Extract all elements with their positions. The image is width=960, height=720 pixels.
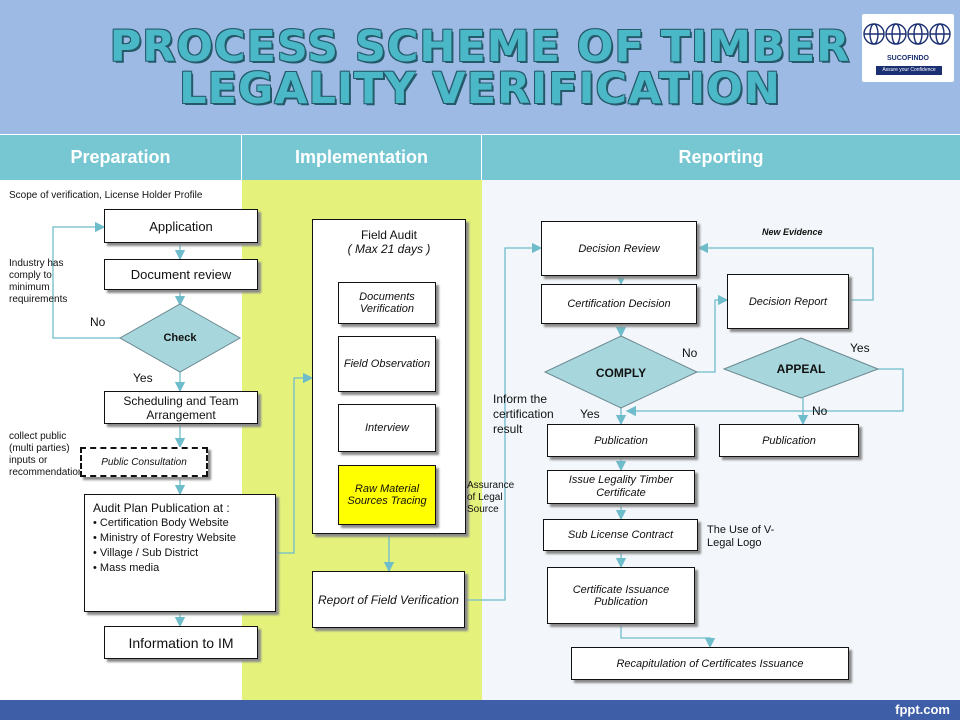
publication-right-box: Publication: [719, 424, 859, 457]
note-v-legal-logo: The Use of V-Legal Logo: [707, 524, 775, 549]
globe-logo-icon: [863, 23, 951, 45]
audit-plan-box: Audit Plan Publication at : • Certificat…: [84, 494, 276, 612]
scheduling-box: Scheduling and Team Arrangement: [104, 391, 258, 424]
document-review-box: Document review: [104, 259, 258, 290]
information-box: Information to IM: [104, 626, 258, 659]
footer-brand: fppt.com: [895, 702, 950, 717]
publication-left-box: Publication: [547, 424, 695, 457]
comply-no-label: No: [682, 346, 698, 360]
note-scope: Scope of verification, License Holder Pr…: [9, 190, 203, 201]
raw-material-tracing-box: Raw Material Sources Tracing: [338, 465, 436, 525]
sucofindo-logo: SUCOFINDO Assure your Confidence: [862, 14, 954, 82]
phase-header-bar: Preparation Implementation Reporting: [0, 134, 960, 181]
slide-title-line1: PROCESS SCHEME OF TIMBER: [109, 22, 851, 72]
audit-plan-item: • Ministry of Forestry Website: [93, 532, 237, 544]
certification-decision-box: Certification Decision: [541, 284, 697, 324]
decision-report-box: Decision Report: [727, 274, 849, 329]
logo-tagline: Assure your Confidence: [876, 66, 942, 75]
field-audit-duration: ( Max 21 days ): [347, 242, 431, 256]
issue-certificate-box: Issue Legality Timber Certificate: [547, 470, 695, 504]
slide-header: [0, 0, 960, 135]
public-consultation-box: Public Consultation: [80, 447, 208, 477]
sub-license-contract-box: Sub License Contract: [543, 519, 698, 551]
band-preparation: Preparation: [0, 135, 242, 181]
slide-title-line2: LEGALITY VERIFICATION: [179, 64, 781, 114]
check-no-label: No: [90, 315, 106, 329]
interview-box: Interview: [338, 404, 436, 452]
band-implementation: Implementation: [242, 135, 482, 181]
footer-bar: [0, 700, 960, 720]
field-observation-box: Field Observation: [338, 336, 436, 392]
field-audit-title: Field Audit: [360, 228, 418, 242]
new-evidence-label: New Evidence: [762, 227, 823, 237]
note-inform-result: Inform the certification result: [493, 392, 554, 436]
field-verification-report-box: Report of Field Verification: [312, 571, 465, 628]
decision-review-box: Decision Review: [541, 221, 697, 276]
documents-verification-box: Documents Verification: [338, 282, 436, 324]
audit-plan-item: • Village / Sub District: [93, 547, 199, 559]
note-industry: Industry has comply to minimum requireme…: [9, 258, 68, 305]
certificate-publication-box: Certificate Issuance Publication: [547, 567, 695, 624]
check-label: Check: [163, 332, 197, 344]
recapitulation-box: Recapitulation of Certificates Issuance: [571, 647, 849, 680]
comply-yes-label: Yes: [580, 407, 600, 421]
appeal-yes-label: Yes: [850, 341, 870, 355]
appeal-label: APPEAL: [776, 362, 826, 376]
audit-plan-title: Audit Plan Publication at :: [93, 501, 230, 515]
appeal-no-label: No: [812, 404, 828, 418]
audit-plan-item: • Certification Body Website: [93, 517, 229, 529]
comply-label: COMPLY: [595, 366, 647, 380]
audit-plan-item: • Mass media: [93, 562, 160, 574]
check-yes-label: Yes: [133, 371, 153, 385]
note-assurance: Assurance of Legal Source: [467, 480, 515, 515]
band-reporting: Reporting: [678, 147, 764, 167]
application-box: Application: [104, 209, 258, 243]
note-public-inputs: collect public (multi parties) inputs or…: [9, 431, 89, 478]
logo-wordmark: SUCOFINDO: [887, 55, 929, 62]
